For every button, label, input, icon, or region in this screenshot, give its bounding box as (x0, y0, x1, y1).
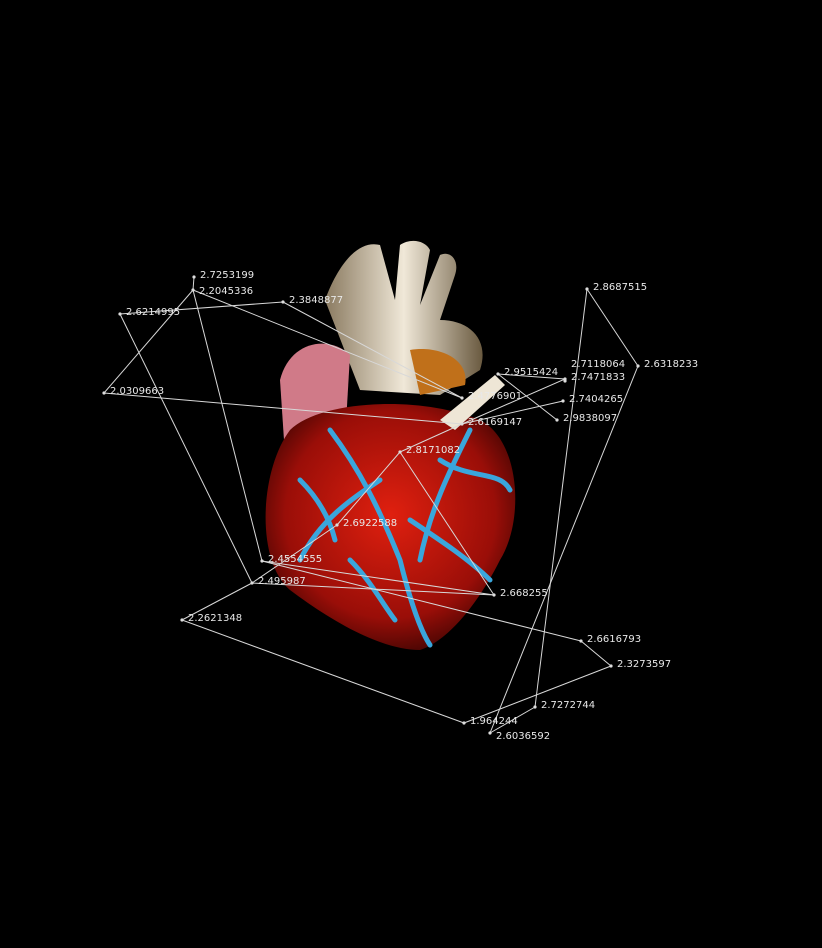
orange-chamber (410, 349, 466, 395)
wireframe-edge (461, 400, 564, 425)
wireframe-point[interactable] (191, 288, 195, 292)
wireframe-edge (119, 313, 253, 584)
wireframe-point[interactable] (563, 379, 567, 383)
wireframe-edge (399, 423, 463, 453)
point-value-label: 2.7471833 (571, 372, 626, 383)
point-value-label: 2.7272744 (541, 700, 596, 711)
wireframe-point[interactable] (180, 618, 184, 622)
wireframe-edge (586, 288, 639, 367)
point-value-label: 2.2045336 (199, 286, 254, 297)
wireframe-edge (119, 301, 284, 315)
wireframe-point[interactable] (561, 399, 565, 403)
wireframe-edge (497, 373, 558, 421)
wireframe-edge (192, 289, 263, 562)
point-value-label: 2.6922588 (343, 518, 398, 529)
wireframe-edge (192, 289, 463, 399)
wireframe-point[interactable] (496, 372, 500, 376)
wireframe-point[interactable] (102, 391, 106, 395)
wireframe-point[interactable] (609, 664, 613, 668)
wireframe-edge (103, 392, 463, 425)
wireframe-edge (261, 560, 495, 596)
wireframe-point[interactable] (579, 639, 583, 643)
wireframe-point[interactable] (260, 559, 264, 563)
point-value-label: 2.3273597 (617, 659, 672, 670)
wireframe-edge (463, 665, 612, 724)
wireframe-edge (336, 451, 401, 526)
wireframe-point[interactable] (192, 275, 196, 279)
point-value-label: 2.6616793 (587, 634, 642, 645)
wireframe-edge (251, 524, 338, 584)
wireframe-point[interactable] (118, 312, 122, 316)
wireframe-point[interactable] (488, 731, 492, 735)
wireframe-edge (192, 276, 195, 291)
wireframe-edge (461, 378, 566, 425)
wireframe-point[interactable] (460, 396, 464, 400)
wireframe-point[interactable] (335, 523, 339, 527)
wireframe-point[interactable] (398, 450, 402, 454)
wireframe-edge (181, 582, 253, 621)
wireframe-point[interactable] (492, 593, 496, 597)
point-value-label: 1.964244 (470, 716, 518, 727)
point-value-label: 2.7404265 (569, 394, 624, 405)
point-value-label: 2.4554555 (268, 554, 323, 565)
point-value-label: 2.495987 (258, 576, 306, 587)
point-value-label: 2.6214995 (126, 307, 181, 318)
wireframe-point[interactable] (460, 422, 464, 426)
point-value-label: 2.8687515 (593, 282, 648, 293)
wireframe-point[interactable] (555, 418, 559, 422)
point-value-label: 2.668255 (500, 588, 548, 599)
point-value-label: 2.6169147 (468, 417, 523, 428)
point-value-label: 2.9838097 (563, 413, 618, 424)
point-value-label: 2.7118064 (571, 359, 626, 370)
pulmonary-vessel (440, 375, 505, 430)
wireframe-edge (580, 640, 612, 667)
wireframe-edge (534, 288, 588, 708)
wireframe-edge (399, 451, 495, 596)
wireframe-point[interactable] (585, 287, 589, 291)
point-value-label: 2.3848877 (289, 295, 344, 306)
wireframe-edge (489, 365, 639, 734)
wireframe-edge (103, 289, 194, 394)
point-value-label: 2.9515424 (504, 367, 559, 378)
wireframe-lines (103, 276, 639, 734)
wireframe-edge (261, 560, 582, 642)
wireframe-point[interactable] (462, 721, 466, 725)
point-value-label: 2.0309663 (110, 386, 165, 397)
wireframe-edge (489, 706, 536, 734)
point-value-label: 2.2621348 (188, 613, 243, 624)
wireframe-edge (497, 373, 566, 380)
point-value-label: 2.4776901 (468, 391, 523, 402)
wireframe-edge (181, 619, 465, 724)
wireframe-point[interactable] (281, 300, 285, 304)
point-value-label: 2.8171082 (406, 445, 461, 456)
wireframe-point[interactable] (533, 705, 537, 709)
point-value-label: 2.6036592 (496, 731, 551, 742)
wireframe-point[interactable] (250, 581, 254, 585)
wireframe-points (102, 275, 640, 735)
point-value-label: 2.6318233 (644, 359, 699, 370)
wireframe-point[interactable] (636, 364, 640, 368)
point-value-label: 2.7253199 (200, 270, 255, 281)
wireframe-edge (282, 301, 463, 399)
